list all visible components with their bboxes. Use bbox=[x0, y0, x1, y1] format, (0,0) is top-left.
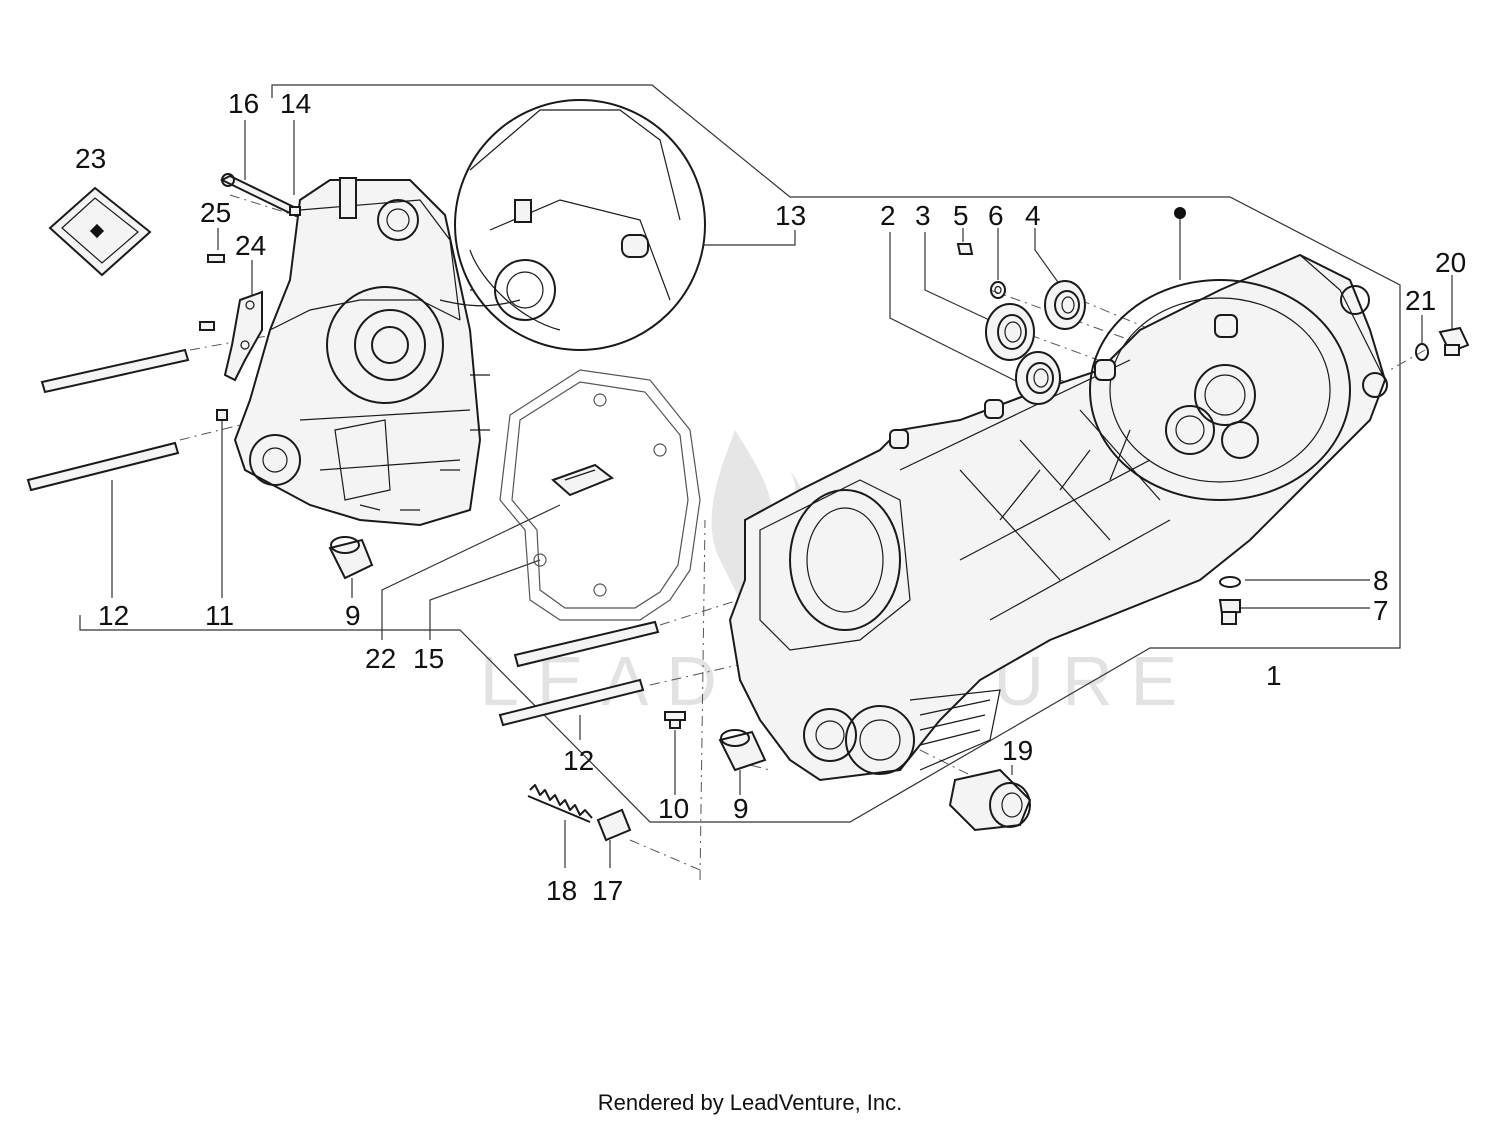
label-13: 13 bbox=[775, 200, 806, 231]
part-23-cover bbox=[48, 186, 152, 277]
label-11: 11 bbox=[205, 600, 234, 631]
part-8-washer bbox=[1219, 576, 1241, 588]
label-22: 22 bbox=[365, 643, 396, 674]
part-6-washer bbox=[990, 281, 1006, 299]
label-16: 16 bbox=[228, 88, 259, 119]
part-7-plug bbox=[1218, 599, 1241, 625]
label-8: 8 bbox=[1373, 565, 1389, 596]
part-22-plate bbox=[551, 463, 614, 497]
part-9-bushing-middle bbox=[718, 729, 767, 772]
label-21: 21 bbox=[1405, 285, 1436, 316]
part-12-studs-middle bbox=[498, 620, 660, 727]
label-24: 24 bbox=[235, 230, 266, 261]
magnified-detail bbox=[439, 99, 706, 351]
label-9-left: 9 bbox=[345, 600, 361, 631]
part-19-filter bbox=[948, 768, 1032, 832]
part-9-bushing-left bbox=[328, 536, 374, 580]
bearing-3 bbox=[985, 303, 1035, 361]
label-3: 3 bbox=[915, 200, 931, 231]
label-1: 1 bbox=[1266, 660, 1282, 691]
footer-credit: Rendered by LeadVenture, Inc. bbox=[597, 1090, 903, 1115]
label-17: 17 bbox=[592, 875, 623, 906]
part-5-bolt bbox=[956, 243, 974, 255]
label-9-middle: 9 bbox=[733, 793, 749, 824]
left-crankcase-half bbox=[233, 177, 490, 527]
part-labels: 23 16 14 25 24 13 2 3 5 6 4 20 21 8 7 1 … bbox=[75, 88, 1466, 906]
label-19: 19 bbox=[1002, 735, 1033, 766]
label-12-left: 12 bbox=[98, 600, 129, 631]
label-15: 15 bbox=[413, 643, 444, 674]
bearing-2 bbox=[1015, 351, 1061, 405]
part-12-studs-left bbox=[26, 348, 190, 492]
part-25-bolts bbox=[199, 254, 225, 331]
label-20: 20 bbox=[1435, 247, 1466, 278]
part-21-washer bbox=[1415, 343, 1429, 361]
part-20-plug bbox=[1438, 326, 1470, 356]
label-6: 6 bbox=[988, 200, 1004, 231]
part-17-pin bbox=[596, 808, 632, 842]
label-7: 7 bbox=[1373, 595, 1389, 626]
label-18: 18 bbox=[546, 875, 577, 906]
reference-dot bbox=[1174, 207, 1186, 219]
label-12-middle: 12 bbox=[563, 745, 594, 776]
part-14-pin bbox=[289, 206, 301, 216]
label-14: 14 bbox=[280, 88, 311, 119]
part-11-dowel bbox=[216, 409, 228, 421]
part-18-spring bbox=[527, 784, 593, 823]
bearing-4 bbox=[1044, 280, 1086, 330]
label-25: 25 bbox=[200, 197, 231, 228]
part-10-bolt bbox=[664, 711, 686, 729]
label-10: 10 bbox=[658, 793, 689, 824]
part-24-lever bbox=[223, 290, 263, 382]
leader-lines bbox=[79, 84, 1453, 868]
part-16-bolt bbox=[219, 173, 302, 218]
label-2: 2 bbox=[880, 200, 896, 231]
gasket bbox=[499, 369, 701, 621]
label-4: 4 bbox=[1025, 200, 1041, 231]
label-23: 23 bbox=[75, 143, 106, 174]
label-5: 5 bbox=[953, 200, 969, 231]
main-crankcase bbox=[728, 253, 1388, 782]
